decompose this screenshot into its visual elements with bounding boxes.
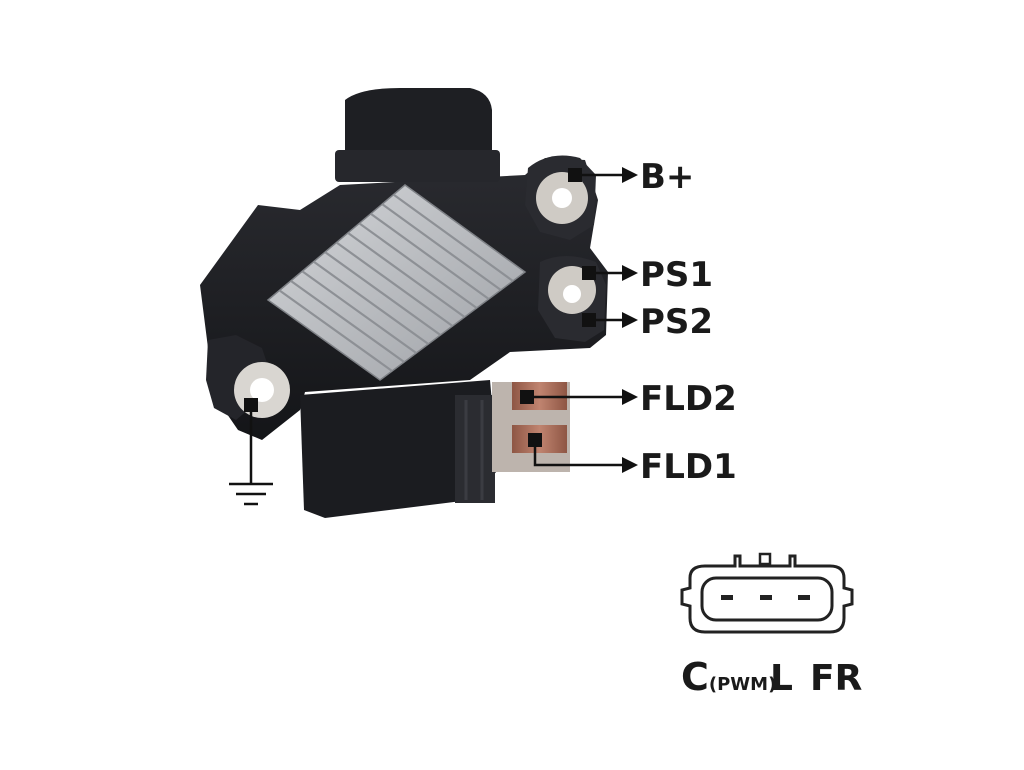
label-ps2: PS2 [640, 302, 713, 342]
callout-ps1: PS1 [582, 255, 713, 295]
pin-label-c: C [681, 655, 709, 699]
callout-ps2: PS2 [582, 302, 713, 342]
heatsink [266, 184, 527, 381]
voltage-regulator [200, 88, 608, 518]
top-connector-base [335, 150, 500, 182]
heatsink-fin [392, 193, 514, 282]
terminal-callouts: B+ PS1 PS2 FLD2 FLD1 [229, 157, 737, 506]
heatsink-fin [335, 241, 454, 327]
ps-mount-hole [563, 285, 581, 303]
pin-label-c-sub: (PWM) [709, 674, 776, 695]
three-pin-connector-icon [680, 552, 854, 634]
heatsink-fin [358, 222, 478, 309]
pin-label-fr: FR [810, 658, 862, 699]
plug-ribs [455, 395, 495, 503]
heatsink-fin [324, 251, 442, 336]
callout-fld2: FLD2 [520, 379, 737, 419]
bplus-mount-hole [552, 188, 572, 208]
heatsink-fin [290, 279, 405, 363]
heatsink-fin [370, 212, 490, 300]
plug-housing [300, 380, 498, 518]
heatsink-fin [278, 289, 393, 372]
heatsink-fin [313, 260, 429, 345]
callout-b-plus: B+ [568, 157, 694, 197]
callout-fld1: FLD1 [528, 433, 737, 487]
label-ps1: PS1 [640, 255, 713, 295]
svg-text:C(PWM): C(PWM) [681, 655, 776, 699]
heatsink-fin [301, 270, 417, 354]
ground-symbol-icon [229, 398, 273, 506]
label-fld1: FLD1 [640, 447, 737, 487]
label-b-plus: B+ [640, 157, 694, 197]
heatsink-fin [381, 203, 502, 291]
connector-pin-labels: C(PWM) L FR [681, 655, 862, 699]
label-fld2: FLD2 [640, 379, 737, 419]
ground-mount-hole [250, 378, 274, 402]
heatsink-fin [347, 232, 466, 318]
pin-label-l: L [770, 658, 793, 699]
